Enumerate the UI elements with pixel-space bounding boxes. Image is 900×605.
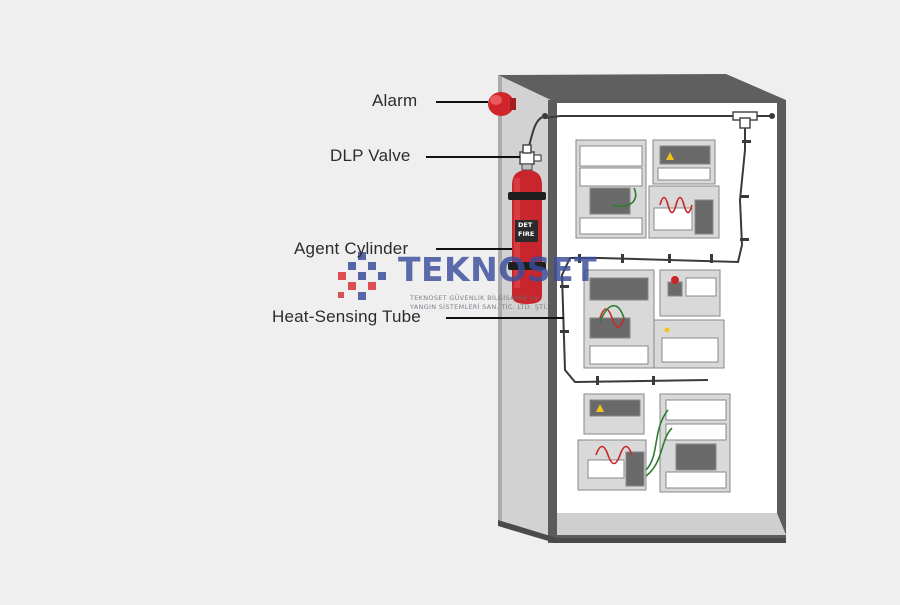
tube-t-connector: [542, 111, 775, 129]
cylinder-text-line1: DET: [518, 221, 533, 229]
label-alarm: Alarm: [372, 91, 418, 110]
alarm-bell-icon: [488, 92, 516, 116]
cabinet-left-edge: [498, 75, 502, 521]
cylinder-icon: [508, 170, 546, 304]
valve-icon: [519, 144, 542, 171]
watermark-name: TEKNOSET: [398, 250, 598, 289]
cylinder-text-line2: FIRE: [518, 230, 535, 238]
watermark-line2: YANGIN SİSTEMLERİ SAN. TİC. LTD. ŞTİ.: [410, 303, 548, 311]
panel-group-upper: [575, 139, 720, 239]
label-heat-sensing-tube: Heat-Sensing Tube: [272, 307, 421, 326]
cabinet-top: [498, 74, 786, 103]
label-agent-cylinder: Agent Cylinder: [294, 239, 409, 258]
label-dlp-valve: DLP Valve: [330, 146, 411, 165]
tube-clips: [560, 140, 751, 385]
yellow-indicator-light: [664, 327, 670, 333]
teknoset-logo: [338, 252, 386, 300]
watermark-line1: TEKNOSET GÜVENLİK BİLGİSAYAR ve: [410, 294, 539, 302]
warning-triangles: [596, 152, 674, 412]
wiring: [595, 187, 693, 477]
cabinet-base: [498, 520, 786, 543]
cabinet-floor: [557, 513, 786, 535]
panel-group-lower: [577, 393, 731, 493]
red-indicator-light: [671, 276, 679, 284]
